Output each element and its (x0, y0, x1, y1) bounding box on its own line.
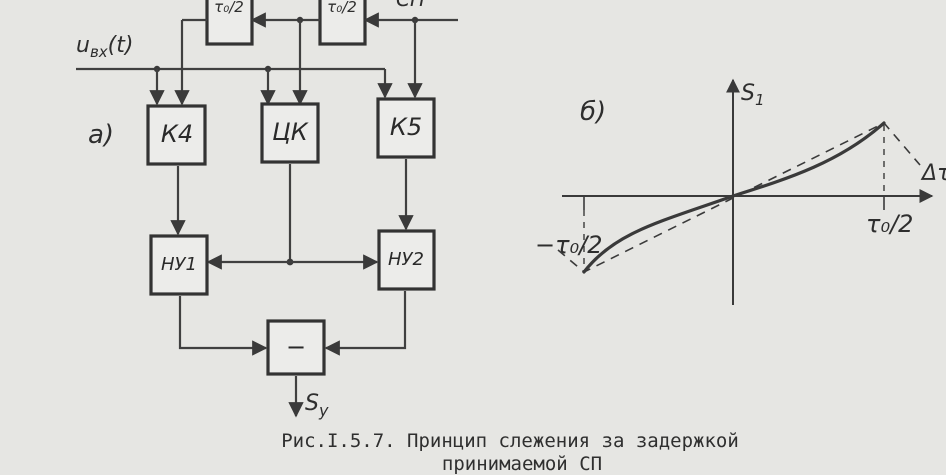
block-ck (260, 102, 320, 164)
tick-neg-label: −τ₀/2 (535, 231, 603, 259)
caption-line-2: принимаемой СП (442, 453, 602, 475)
block-nu2 (377, 229, 436, 291)
panel-b-label: б) (580, 97, 606, 127)
block-k5 (376, 97, 436, 159)
x-axis-label: Δτ (920, 161, 946, 186)
real-characteristic (582, 121, 886, 274)
svg-text:НУ2: НУ2 (388, 249, 424, 270)
input-signal-label: uвх(t) (76, 33, 133, 61)
svg-text:ЦК: ЦК (272, 118, 309, 146)
svg-text:К4: К4 (161, 120, 193, 148)
characteristic-plot: б) S1 Δτ −τ₀/2 τ₀/2 (535, 78, 946, 305)
ideal-characteristic (557, 122, 921, 273)
reference-signal-label: СП (396, 0, 425, 11)
block-diagram: τ₀/2 τ₀/2 СП uвх(t) а) К4 ЦК (76, 0, 458, 420)
output-label: Sy (305, 391, 329, 420)
block-subtractor (266, 319, 326, 376)
caption-line-1: Рис.I.5.7. Принцип слежения за задержкой (281, 430, 739, 452)
y-axis-label: S1 (741, 81, 765, 109)
block-k4 (146, 104, 207, 166)
svg-text:−: − (286, 333, 306, 361)
delay-box-right (318, 0, 367, 46)
delay-left-label: τ₀/2 (214, 0, 244, 16)
delay-right-label: τ₀/2 (327, 0, 357, 16)
svg-text:НУ1: НУ1 (161, 254, 197, 275)
svg-text:К5: К5 (390, 113, 422, 141)
panel-a-label: а) (88, 120, 114, 150)
tick-pos-label: τ₀/2 (866, 210, 913, 238)
block-nu1 (149, 234, 209, 296)
